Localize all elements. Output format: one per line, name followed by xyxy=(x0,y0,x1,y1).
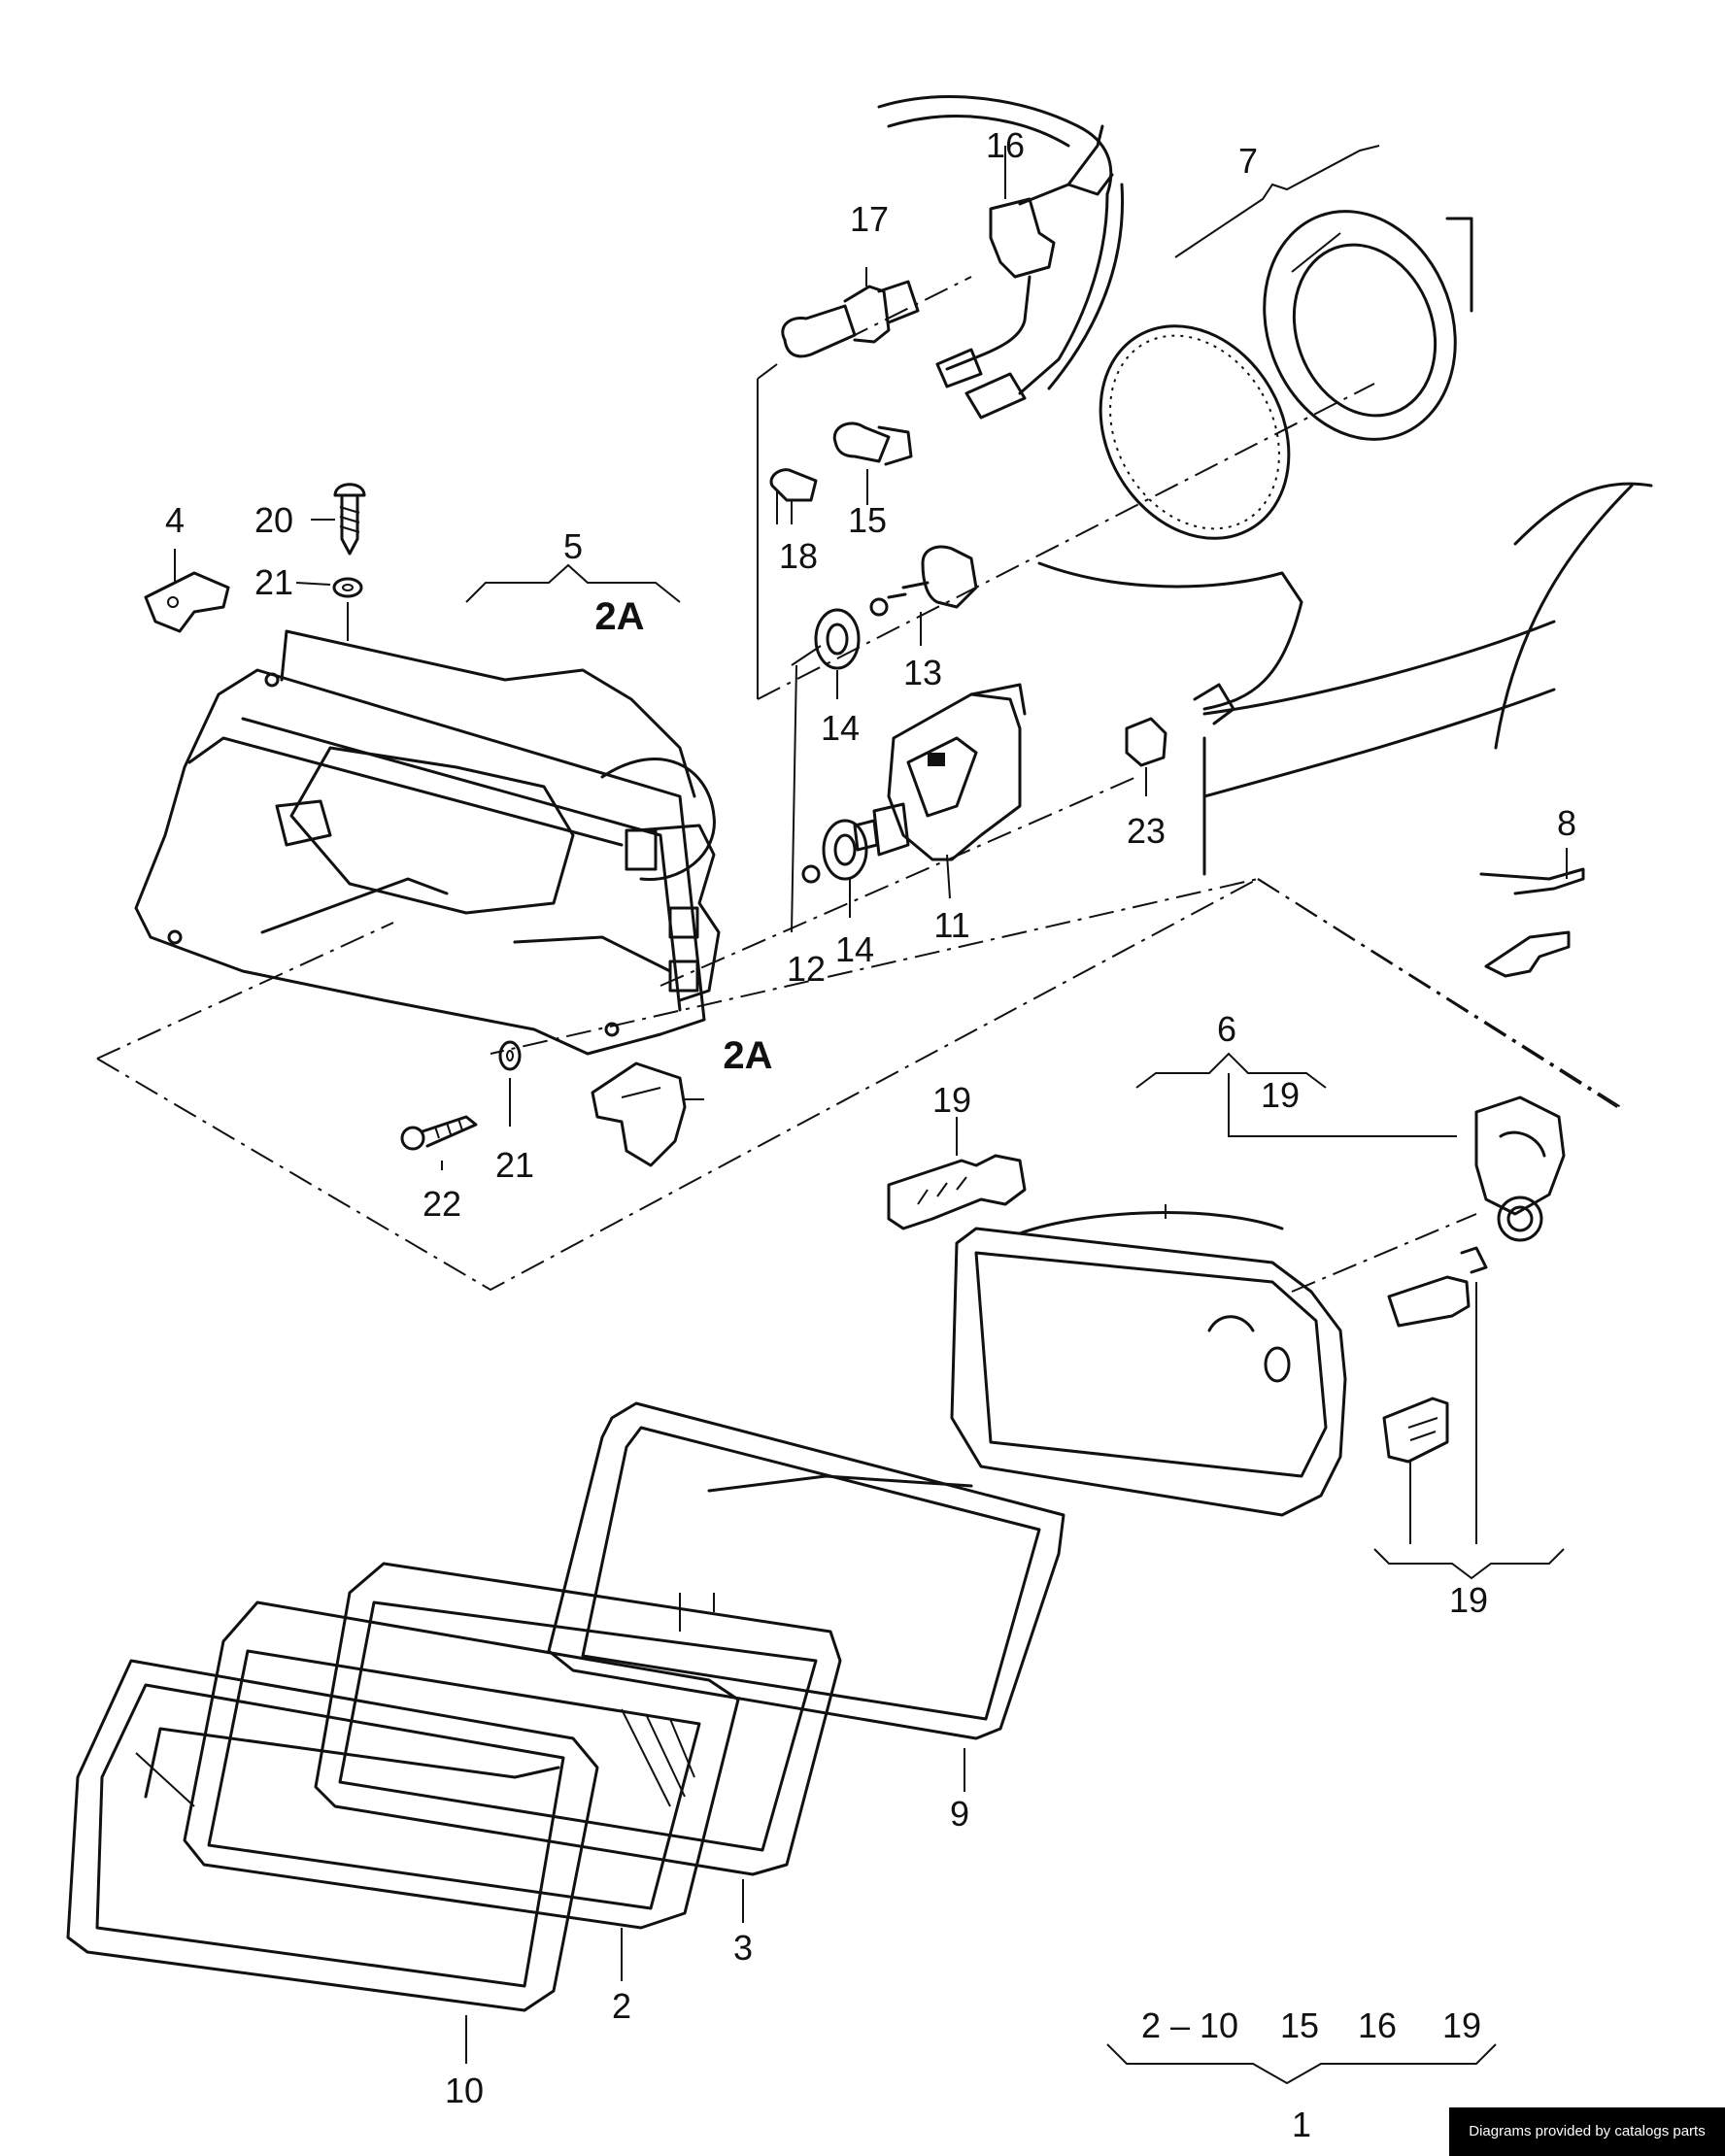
seal-ring-upper xyxy=(814,608,861,699)
callout-18: 18 xyxy=(779,536,818,576)
main-bulb xyxy=(781,267,920,358)
seal-ring-lower xyxy=(822,819,868,918)
callout-13: 13 xyxy=(903,653,942,692)
callout-19-group6: 19 xyxy=(1261,1075,1300,1115)
leader-group-6 xyxy=(1228,1073,1457,1137)
axis-line-lower xyxy=(660,776,1137,987)
callout-10: 10 xyxy=(445,2071,484,2110)
range-control-motor xyxy=(853,683,1027,899)
callout-23: 23 xyxy=(1127,811,1166,851)
callout-12: 12 xyxy=(787,949,826,989)
adjuster-ball xyxy=(791,645,822,933)
brace-group-1 xyxy=(1106,2043,1497,2085)
brace-group-5 xyxy=(465,563,681,603)
headlight-cap xyxy=(1263,210,1473,441)
callout-14-lower: 14 xyxy=(835,929,874,969)
summary-19: 19 xyxy=(1442,2005,1481,2045)
callout-14-upper: 14 xyxy=(821,708,860,748)
summary-16: 16 xyxy=(1358,2005,1397,2045)
screw-lower xyxy=(400,1115,478,1170)
upper-retaining-clip xyxy=(144,549,230,633)
brace-group-7 xyxy=(1174,145,1380,258)
callout-5: 5 xyxy=(563,526,583,566)
axis-line-lens xyxy=(1291,1213,1477,1293)
assembly-boundary-lower xyxy=(96,878,1625,1110)
callout-3: 3 xyxy=(733,1928,753,1968)
parking-bulb xyxy=(832,421,913,505)
callout-4: 4 xyxy=(165,500,185,540)
callout-6: 6 xyxy=(1217,1009,1236,1049)
callout-1: 1 xyxy=(1292,2105,1311,2144)
callout-2A-clip: 2A xyxy=(723,1034,772,1077)
brace-group-19 xyxy=(1373,1548,1565,1580)
side-marker-lamp xyxy=(887,1117,1027,1230)
auxiliary-light-housing xyxy=(950,1204,1347,1517)
headlight-frame xyxy=(547,1401,1065,1792)
screw-upper xyxy=(311,483,366,556)
connector-small xyxy=(1125,717,1167,796)
callout-21-lower: 21 xyxy=(495,1145,534,1185)
callout-15: 15 xyxy=(848,500,887,540)
callout-21-upper: 21 xyxy=(254,562,293,602)
credit-banner: Diagrams provided by catalogs parts xyxy=(1449,2107,1725,2156)
lower-retaining-clip xyxy=(591,1061,704,1167)
auxiliary-clip xyxy=(1382,1397,1449,1544)
headlight-lens xyxy=(183,1600,740,1981)
auxiliary-bulb-holder xyxy=(1474,1095,1566,1242)
auxiliary-bulb xyxy=(1387,1246,1488,1544)
callout-2: 2 xyxy=(612,1986,631,2026)
lens-trim xyxy=(66,1659,599,2064)
brace-group-6 xyxy=(1135,1052,1327,1089)
callout-11: 11 xyxy=(933,905,969,945)
callout-20: 20 xyxy=(254,500,293,540)
callout-2A-housing: 2A xyxy=(594,595,644,638)
gasket-ring xyxy=(1099,324,1291,540)
fog-bulb xyxy=(869,545,978,646)
callout-19-marker: 19 xyxy=(932,1080,971,1120)
callout-22: 22 xyxy=(423,1184,461,1224)
summary-range: 2 – 10 xyxy=(1141,2005,1238,2045)
callout-9: 9 xyxy=(950,1794,969,1834)
vehicle-body-outline xyxy=(1037,482,1653,876)
axis-line-bulb xyxy=(844,276,972,341)
callout-8: 8 xyxy=(1557,803,1576,843)
wiring-harness xyxy=(877,95,1125,420)
washer-lower xyxy=(498,1040,522,1127)
headlight-housing xyxy=(134,629,721,1056)
callout-7: 7 xyxy=(1238,141,1258,181)
axis-line-main xyxy=(757,383,1375,700)
washer-upper xyxy=(295,577,363,641)
assembly-boundary-upper xyxy=(96,878,1618,1292)
parking-bulb-socket xyxy=(757,363,818,699)
callout-16: 16 xyxy=(986,125,1025,165)
callout-19-bottom: 19 xyxy=(1449,1580,1488,1620)
summary-15: 15 xyxy=(1280,2005,1319,2045)
callout-17: 17 xyxy=(850,199,889,239)
mounting-bracket xyxy=(1479,848,1585,978)
